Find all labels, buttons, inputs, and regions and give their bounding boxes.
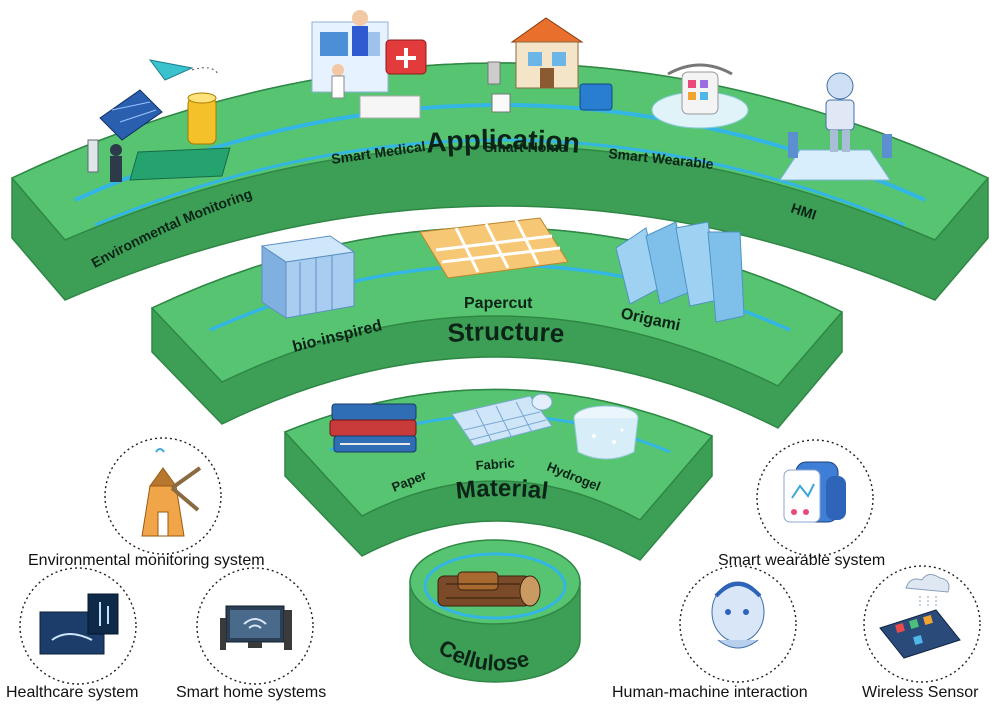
smart-tv-icon [220, 605, 292, 650]
environmental-monitoring-bubble [104, 437, 222, 555]
caption-environmental-monitoring-system: Environmental monitoring system [28, 552, 265, 569]
robot-head-icon [711, 581, 765, 649]
smartwatch-icon [783, 461, 846, 523]
smart-home-icon [487, 17, 613, 113]
solar-charging-icon [87, 89, 231, 182]
fabric-roll-icon [451, 393, 553, 447]
app-item-hmi: HMI [789, 200, 818, 223]
material-title: Material [455, 475, 550, 505]
origami-structure-icon [615, 221, 745, 323]
xray-monitor-icon [39, 593, 119, 655]
hydrogel-icon [573, 405, 639, 460]
caption-smart-wearable-system: Smart wearable system [718, 552, 885, 569]
wireless-sensor-bubble [863, 565, 981, 683]
structure-item-papercut: Papercut [464, 295, 533, 312]
structure-title: Structure [447, 316, 566, 349]
application-track-inner [94, 138, 906, 227]
windmill-sensor-icon [141, 448, 202, 537]
app-item-smart-home: Smart Home [484, 139, 567, 155]
healthcare-bubble [19, 567, 137, 685]
papercut-structure-icon [419, 217, 569, 279]
paper-plane-icon [148, 59, 219, 81]
cellulose-cylinder [409, 539, 581, 683]
paper-books-icon [329, 403, 417, 453]
human-machine-bubble [679, 565, 797, 683]
wood-log-icon [437, 571, 541, 607]
caption-smart-home-systems: Smart home systems [176, 684, 326, 701]
caption-healthcare-system: Healthcare system [6, 684, 139, 701]
caption-human-machine-interaction: Human-machine interaction [612, 684, 808, 701]
smart-home-bubble [196, 567, 314, 685]
cellulose-track [423, 552, 567, 620]
application-title: Application [425, 124, 582, 159]
caption-wireless-sensor: Wireless Sensor [862, 684, 979, 701]
material-item-fabric: Fabric [475, 455, 515, 473]
smart-wearable-icon [651, 63, 749, 129]
phone-cloud-icon [879, 574, 961, 659]
smart-wearable-bubble [756, 439, 874, 557]
smart-medical-icon [311, 10, 427, 119]
hmi-robot-icon [779, 72, 892, 181]
bio-inspired-structure-icon [260, 235, 356, 319]
